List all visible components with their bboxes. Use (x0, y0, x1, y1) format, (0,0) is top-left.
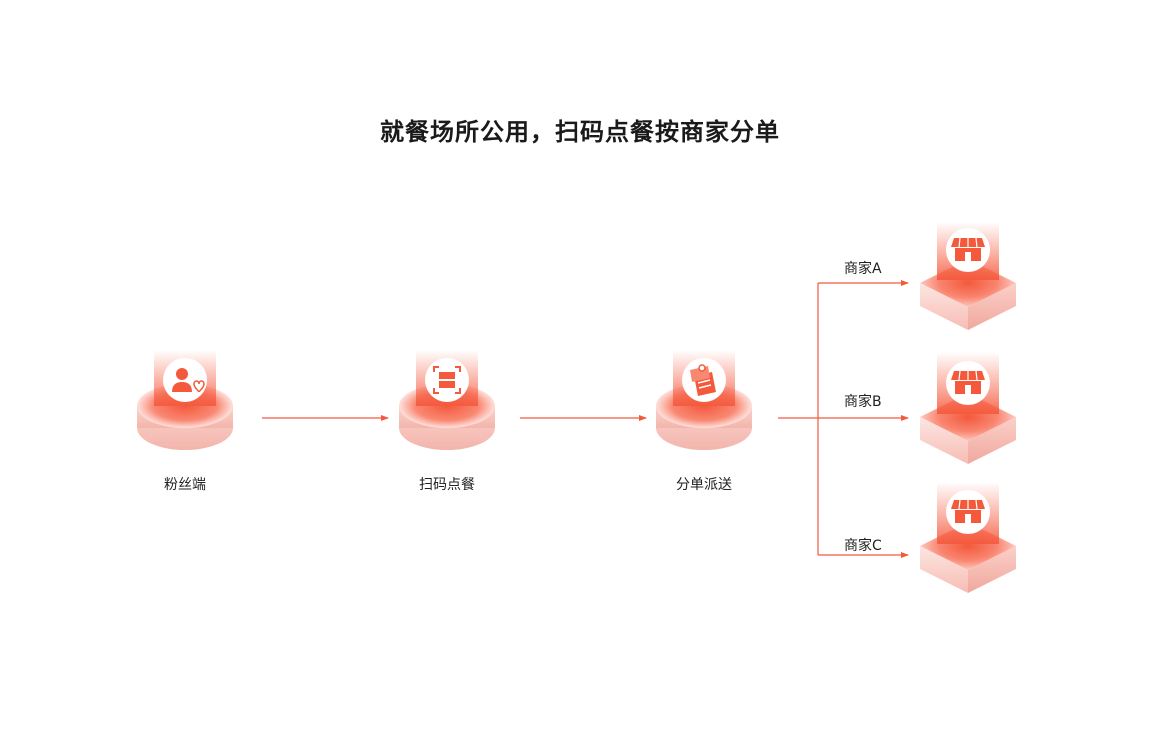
branch-connector (778, 280, 909, 558)
node-label-scan-order: 扫码点餐 (419, 477, 475, 493)
node-dispatch (656, 350, 752, 450)
merchant-label-b: 商家B (844, 394, 882, 410)
diagram-title: 就餐场所公用，扫码点餐按商家分单 (380, 118, 780, 146)
node-fans (137, 350, 233, 450)
merchant-c-box (920, 482, 1016, 593)
node-label-dispatch: 分单派送 (676, 477, 732, 493)
merchant-a-box (920, 222, 1016, 330)
store-icon (951, 370, 985, 394)
store-icon (951, 237, 985, 261)
merchant-label-a: 商家A (844, 261, 882, 277)
node-label-fans: 粉丝端 (164, 477, 206, 493)
user-heart-icon (172, 368, 205, 393)
order-note-icon (690, 364, 716, 396)
merchant-b-box (920, 352, 1016, 464)
scan-icon (433, 366, 461, 394)
node-scan-order (399, 350, 495, 450)
store-icon (951, 499, 985, 523)
merchant-label-c: 商家C (844, 538, 882, 554)
